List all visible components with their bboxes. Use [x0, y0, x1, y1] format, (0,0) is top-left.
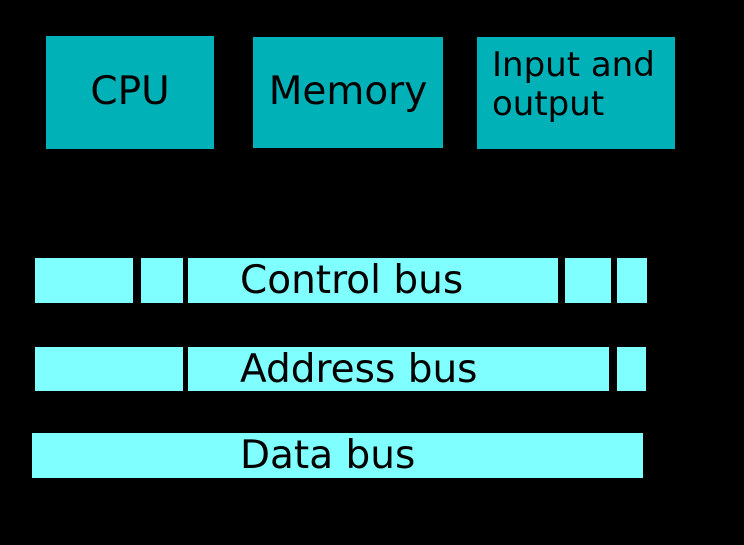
control-bus-segment [565, 258, 611, 303]
io-box: Input and output [477, 37, 675, 149]
control-bus-segment [617, 258, 647, 303]
memory-label: Memory [268, 69, 428, 115]
memory-box: Memory [253, 37, 443, 148]
data-bus-label: Data bus [240, 433, 416, 478]
address-bus-segment [617, 347, 646, 391]
address-bus-label: Address bus [240, 346, 478, 392]
cpu-label: CPU [90, 69, 170, 115]
address-bus-segment [188, 347, 609, 391]
control-bus: Control bus [0, 258, 744, 303]
cpu-box: CPU [46, 36, 214, 149]
data-bus: Data bus [0, 433, 744, 478]
data-bus-segment [32, 433, 643, 478]
control-bus-segment [35, 258, 133, 303]
control-bus-segment [188, 258, 558, 303]
control-bus-segment [141, 258, 183, 303]
address-bus: Address bus [0, 346, 744, 392]
control-bus-label: Control bus [240, 258, 464, 303]
address-bus-segment [35, 347, 183, 391]
io-label: Input and output [492, 45, 655, 124]
